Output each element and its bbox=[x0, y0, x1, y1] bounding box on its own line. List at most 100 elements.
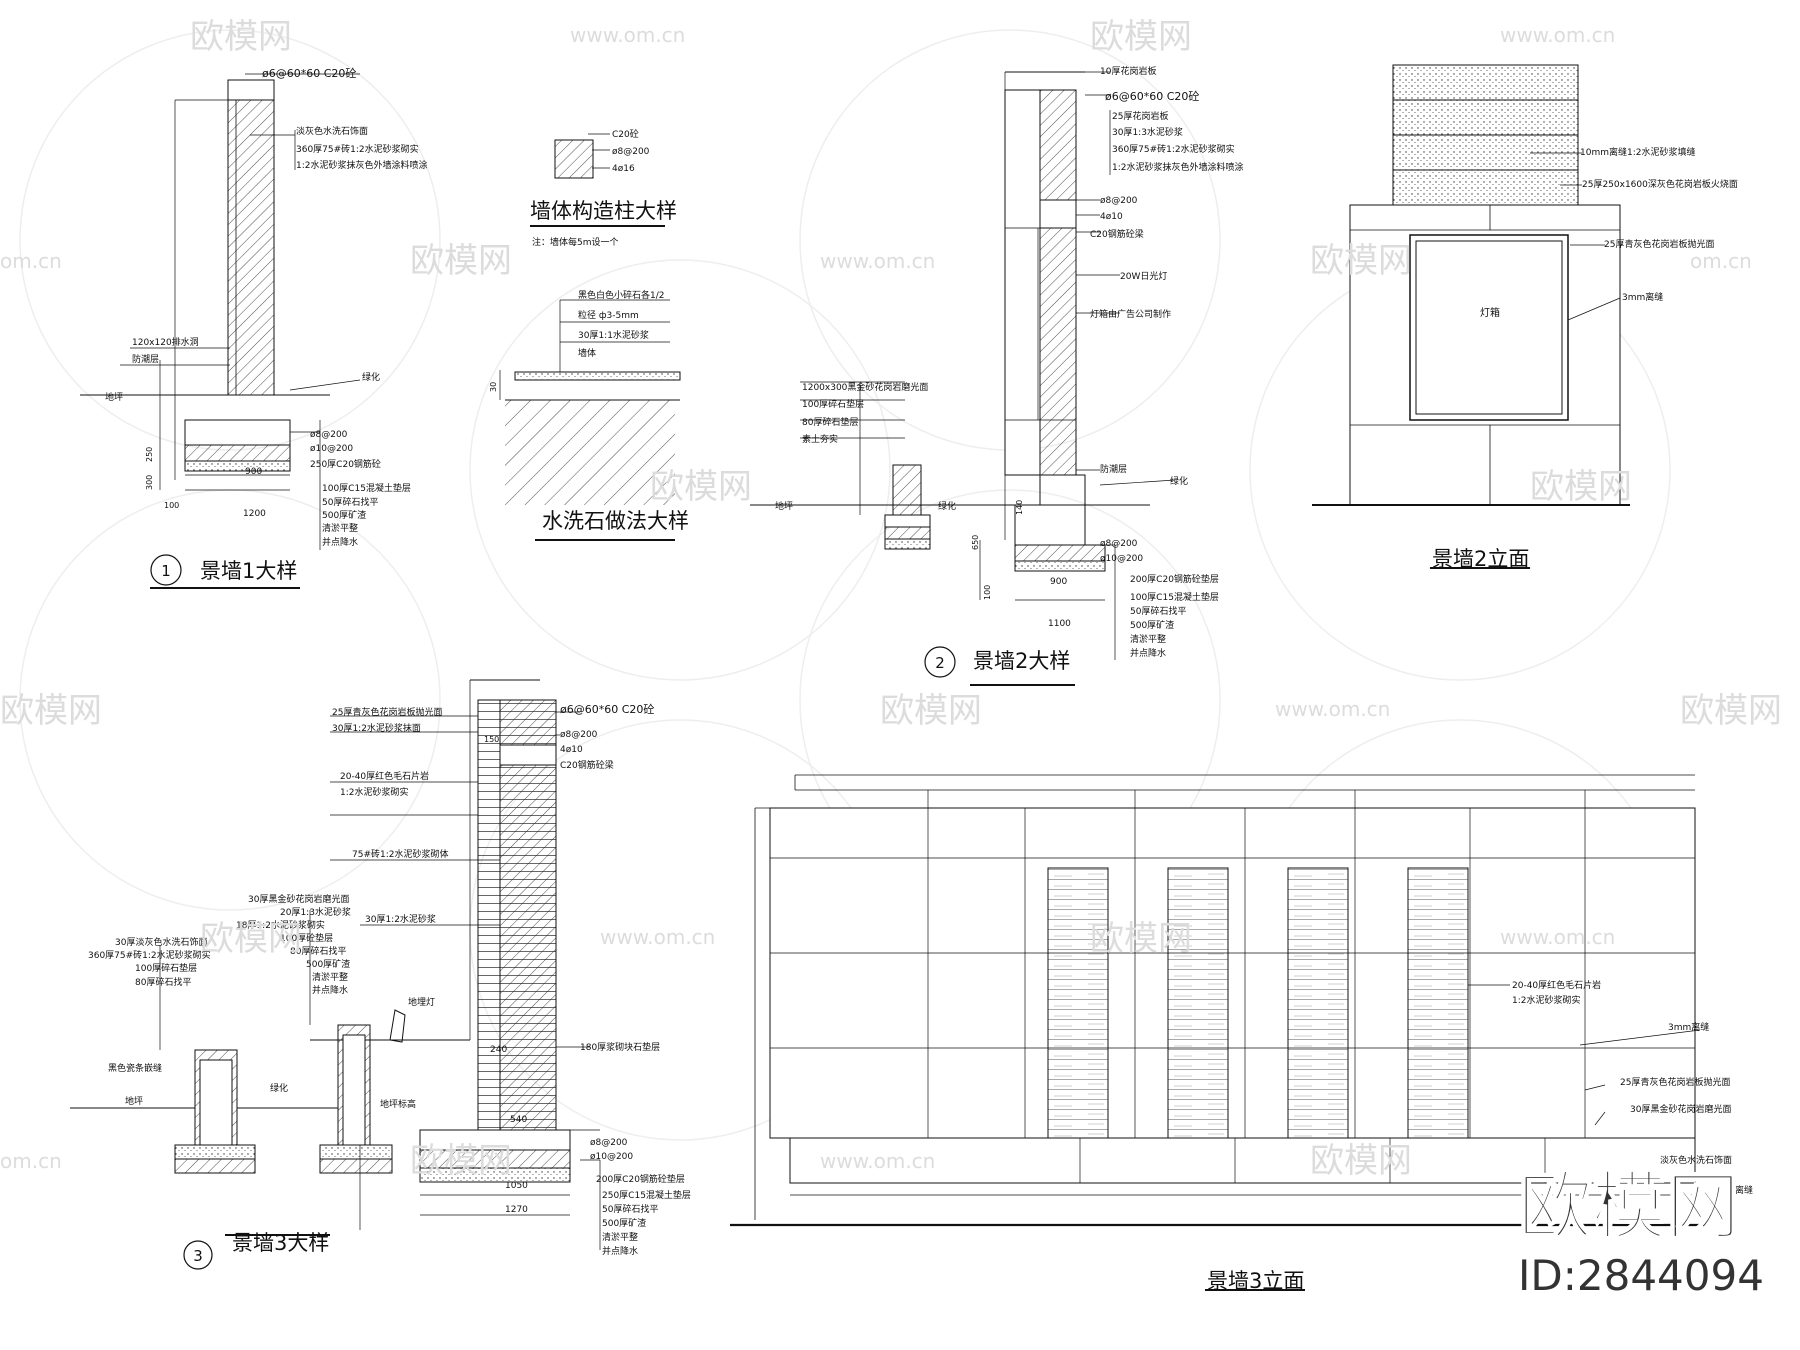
d1-label-10: 250厚C20钢筋砼 bbox=[310, 458, 381, 470]
watermark-url: www.om.cn bbox=[1500, 23, 1615, 47]
d2-bottom-6: 清淤平整 bbox=[1130, 633, 1166, 645]
d1-label-4: 120x120排水洞 bbox=[132, 336, 199, 348]
d3-top-11: 地埋灯 bbox=[408, 996, 435, 1008]
watermark-url: www.om.cn bbox=[1500, 925, 1615, 949]
d3-bottom-2: 200厚C20钢筋砼垫层 bbox=[596, 1173, 685, 1185]
logo-id: ID:2844094 bbox=[1518, 1251, 1764, 1300]
e3-label-0: 20-40厚红色毛石片岩 bbox=[1512, 979, 1601, 991]
d3-dim-4: 1270 bbox=[505, 1205, 528, 1215]
col-label-0: C20砼 bbox=[612, 128, 639, 140]
watermark-cn: 欧模网 bbox=[200, 919, 302, 959]
d1-label-11: 100厚C15混凝土垫层 bbox=[322, 482, 411, 494]
d1-label-8: ø8@200 bbox=[310, 430, 348, 440]
detail-1-title: 景墙1大样 bbox=[200, 559, 297, 583]
terrazzo-detail: 黑色白色小碎石各1/2 粒径 ф3-5mm 30厚1:1水泥砂浆 墙体 30 水… bbox=[489, 289, 689, 541]
watermark-cn: 欧模网 bbox=[410, 241, 512, 281]
watermark-cn: 欧模网 bbox=[650, 467, 752, 507]
e3-label-4: 30厚黑金砂花岗岩磨光面 bbox=[1630, 1103, 1731, 1115]
d3-top-9: 30厚1:2水泥砂浆 bbox=[365, 913, 436, 925]
elevation-3-title: 景墙3立面 bbox=[1207, 1269, 1304, 1293]
watermark-url: www.om.cn bbox=[820, 249, 935, 273]
elevation-3: 20-40厚红色毛石片岩 1:2水泥砂浆砌实 3mm离缝 25厚青灰色花岗岩板抛… bbox=[730, 774, 1753, 1293]
d1-dim-4: 100 bbox=[164, 501, 179, 510]
d1-dim-2: 900 bbox=[245, 467, 262, 477]
d2-top-2: 25厚花岗岩板 bbox=[1112, 110, 1168, 122]
detail-3: 3 景墙3大样 25厚青灰色花岗岩板抛光面 30厚1:2水泥砂浆抹面 ø6@60… bbox=[70, 679, 691, 1270]
e3-label-5: 淡灰色水洗石饰面 bbox=[1660, 1154, 1732, 1166]
detail-3-number: 3 bbox=[193, 1247, 203, 1265]
column-detail: C20砼 ø8@200 4ø16 墙体构造柱大样 注：墙体每5m设一个 bbox=[530, 128, 677, 248]
d1-label-6: 地坪 bbox=[105, 391, 123, 403]
watermark-url: om.cn bbox=[0, 249, 62, 273]
d3-bottom-3: 250厚C15混凝土垫层 bbox=[602, 1189, 691, 1201]
watermark-url: www.om.cn bbox=[820, 1149, 935, 1173]
e2-label-0: 10mm离缝1:2水泥砂浆填缝 bbox=[1580, 146, 1695, 158]
watermark-url: www.om.cn bbox=[1275, 697, 1390, 721]
d3-bottom-1: ø10@200 bbox=[590, 1152, 633, 1162]
d3-top-0: 25厚青灰色花岗岩板抛光面 bbox=[332, 706, 442, 718]
d3-top-7: 1:2水泥砂浆砌实 bbox=[340, 786, 409, 798]
e2-label-3: 灯箱 bbox=[1480, 306, 1500, 319]
d1-label-0: ø6@60*60 C20砼 bbox=[262, 67, 356, 80]
brand-logo: 欧模网 ID:2844094 bbox=[1517, 1163, 1764, 1300]
watermark-url: om.cn bbox=[1690, 249, 1752, 273]
d2-left-4: 地坪 bbox=[775, 500, 793, 512]
d2-bottom-5: 500厚矿渣 bbox=[1130, 619, 1174, 631]
d3-left-4: 80厚碎石找平 bbox=[290, 945, 346, 957]
d1-dim-1: 300 bbox=[145, 475, 154, 490]
e2-label-4: 3mm离缝 bbox=[1622, 291, 1663, 303]
d2-top-9: 20W日光灯 bbox=[1120, 270, 1167, 282]
d2-dim-3: 100 bbox=[983, 585, 992, 600]
elevation-2-title: 景墙2立面 bbox=[1432, 547, 1529, 571]
terrazzo-dim-0: 30 bbox=[489, 382, 498, 392]
detail-2-number: 2 bbox=[935, 654, 945, 672]
d2-top-11: 防潮层 bbox=[1100, 463, 1127, 475]
d3-left-8: 30厚淡灰色水洗石饰面 bbox=[115, 936, 207, 948]
d2-top-7: 4ø10 bbox=[1100, 212, 1123, 222]
d3-bottom-4: 50厚碎石找平 bbox=[602, 1203, 658, 1215]
d2-bottom-3: 100厚C15混凝土垫层 bbox=[1130, 591, 1219, 603]
logo-text: 欧模网 bbox=[1518, 1164, 1740, 1250]
detail-1: 1 景墙1大样 ø6@60*60 C20砼 淡灰色水洗石饰面 360厚75#砖1… bbox=[80, 67, 428, 589]
d2-top-6: ø8@200 bbox=[1100, 196, 1138, 206]
watermark-cn: 欧模网 bbox=[0, 691, 102, 731]
e3-label-6: 离缝 bbox=[1735, 1184, 1753, 1196]
watermark-cn: 欧模网 bbox=[880, 691, 982, 731]
d3-bottom-5: 500厚矿渣 bbox=[602, 1217, 646, 1229]
d2-dim-4: 140 bbox=[1015, 500, 1024, 515]
e3-label-1: 1:2水泥砂浆砌实 bbox=[1512, 994, 1581, 1006]
detail-2-title: 景墙2大样 bbox=[973, 649, 1070, 673]
d3-bottom-0: ø8@200 bbox=[590, 1138, 628, 1148]
d3-dim-1: 240 bbox=[490, 1045, 507, 1055]
watermark-cn: 欧模网 bbox=[410, 1141, 512, 1181]
d3-left-11: 80厚碎石找平 bbox=[135, 976, 191, 988]
d3-dim-0: 150 bbox=[484, 735, 499, 744]
d3-left-13: 地坪 bbox=[125, 1095, 143, 1107]
d2-bottom-0: ø8@200 bbox=[1100, 539, 1138, 549]
watermark-cn: 欧模网 bbox=[1090, 17, 1192, 57]
d3-top-5: C20钢筋砼梁 bbox=[560, 759, 614, 771]
d2-top-8: C20钢筋砼梁 bbox=[1090, 228, 1144, 240]
d3-top-6: 20-40厚红色毛石片岩 bbox=[340, 770, 429, 782]
terrazzo-label-1: 粒径 ф3-5mm bbox=[578, 309, 639, 321]
d3-top-2: ø6@60*60 C20砼 bbox=[560, 703, 654, 716]
d3-left-10: 100厚碎石垫层 bbox=[135, 962, 197, 974]
d1-label-3: 1:2水泥砂浆抹灰色外墙涂料喷涂 bbox=[296, 159, 428, 171]
d1-label-5: 防潮层 bbox=[132, 353, 159, 365]
d3-left-9: 360厚75#砖1:2水泥砂浆砌实 bbox=[88, 949, 211, 961]
d2-top-4: 360厚75#砖1:2水泥砂浆砌实 bbox=[1112, 143, 1235, 155]
d1-dim-3: 1200 bbox=[243, 509, 266, 519]
watermark-cn: 欧模网 bbox=[190, 17, 292, 57]
d3-left-1: 20厚1:3水泥砂浆 bbox=[280, 906, 351, 918]
d3-left-3: 100厚砼垫层 bbox=[280, 932, 333, 944]
d3-left-6: 清淤平整 bbox=[312, 971, 348, 983]
d2-top-10: 灯箱由广告公司制作 bbox=[1090, 308, 1171, 320]
d2-top-12: 绿化 bbox=[1170, 475, 1188, 487]
d3-bottom-6: 清淤平整 bbox=[602, 1231, 638, 1243]
e2-label-2: 25厚青灰色花岗岩板抛光面 bbox=[1604, 238, 1714, 250]
d1-label-1: 淡灰色水洗石饰面 bbox=[296, 125, 368, 137]
column-detail-title: 墙体构造柱大样 bbox=[530, 199, 677, 223]
d1-label-9: ø10@200 bbox=[310, 444, 353, 454]
d2-bottom-1: ø10@200 bbox=[1100, 554, 1143, 564]
